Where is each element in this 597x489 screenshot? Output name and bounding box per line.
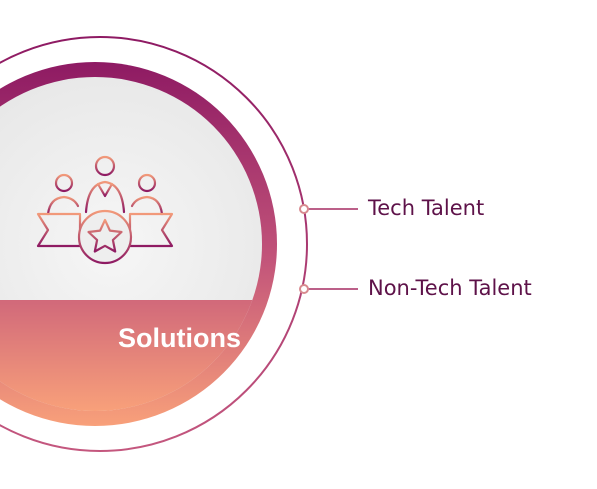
branch-label-non-tech-talent: Non-Tech Talent: [368, 276, 532, 300]
disc-lower-band: [0, 300, 253, 411]
connector-non-tech-talent: [299, 284, 358, 294]
outer-ring: [0, 36, 308, 452]
team-award-icon: [36, 155, 174, 265]
connector-tech-talent: [299, 204, 358, 214]
branch-label-tech-talent: Tech Talent: [368, 196, 485, 220]
center-title: Solutions: [118, 323, 241, 353]
